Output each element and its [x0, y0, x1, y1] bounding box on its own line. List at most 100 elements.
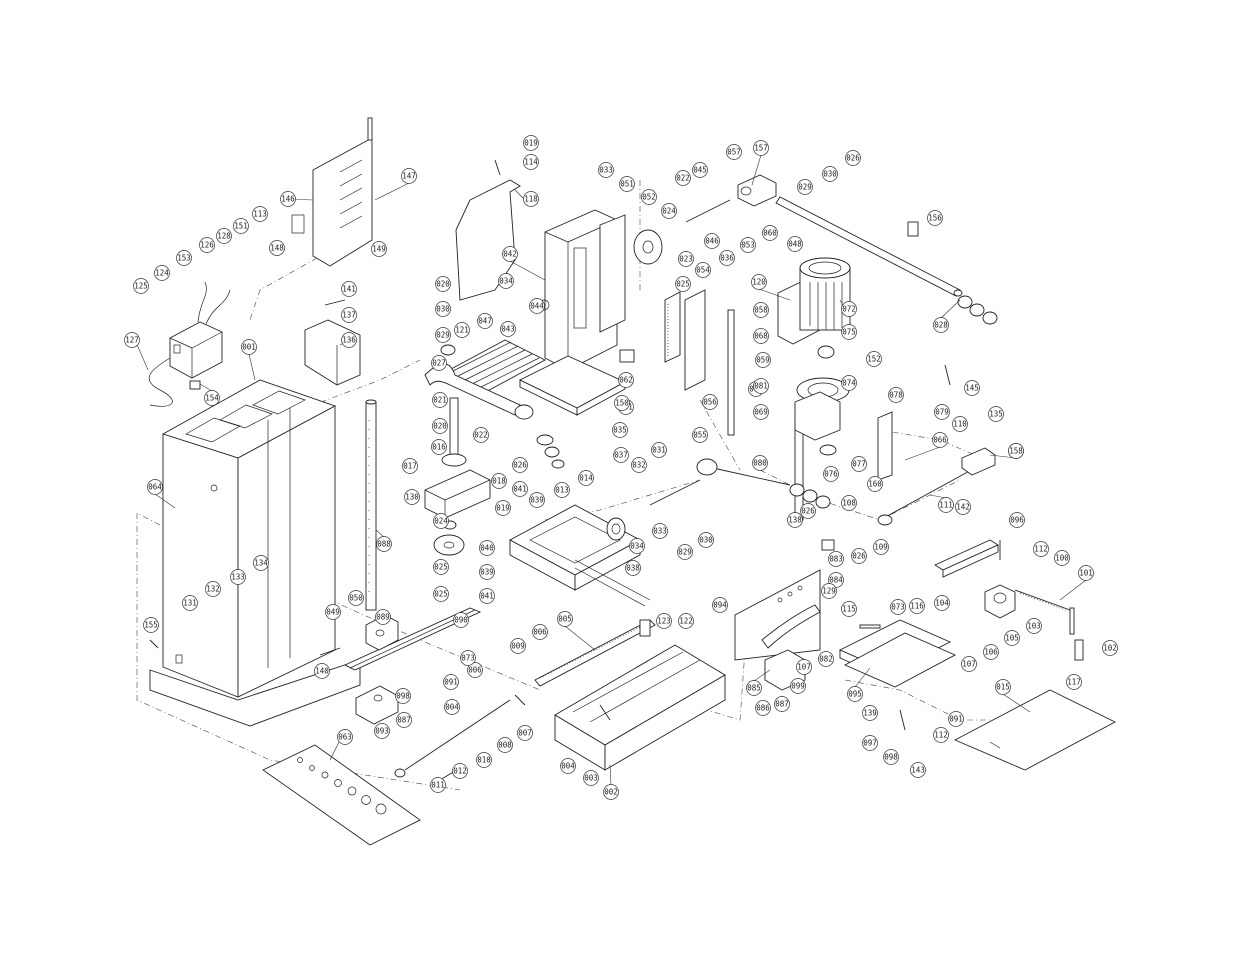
callout-label: 085: [747, 684, 761, 693]
callout-131: 131: [182, 595, 198, 611]
callout-label: 135: [989, 410, 1003, 419]
callout-039: 039: [529, 492, 545, 508]
callout-bubble: [498, 273, 514, 289]
callout-069: 069: [753, 404, 769, 420]
callout-025: 025: [433, 586, 449, 602]
callout-label: 089: [376, 613, 390, 622]
callout-108: 108: [841, 495, 857, 511]
callout-label: 062: [619, 376, 633, 385]
callout-label: 057: [727, 148, 741, 157]
callout-label: 020: [436, 280, 450, 289]
callout-005: 005: [557, 611, 573, 627]
callout-bubble: [554, 482, 570, 498]
callout-152: 152: [866, 351, 882, 367]
callout-label: 107: [797, 663, 811, 672]
callout-label: 125: [134, 282, 148, 291]
callout-label: 031: [652, 446, 666, 455]
callout-bubble: [933, 317, 949, 333]
callout-label: 088: [377, 540, 391, 549]
callout-006: 006: [467, 662, 483, 678]
callout-bubble: [348, 590, 364, 606]
callout-label: 113: [253, 210, 267, 219]
callout-bubble: [995, 679, 1011, 695]
callout-label: 019: [524, 139, 538, 148]
callout-074: 074: [841, 375, 857, 391]
callout-label: 037: [614, 451, 628, 460]
callout-label: 032: [632, 461, 646, 470]
callout-bubble: [404, 489, 420, 505]
callout-bubble: [762, 225, 778, 241]
callout-label: 018: [492, 477, 506, 486]
callout-label: 097: [863, 739, 877, 748]
callout-bubble: [430, 777, 446, 793]
callout-036: 036: [719, 250, 735, 266]
lever-handle: [424, 363, 565, 469]
callout-bubble: [948, 711, 964, 727]
callout-bubble: [641, 189, 657, 205]
callout-label: 091: [444, 678, 458, 687]
callout-label: 145: [965, 384, 979, 393]
callout-bubble: [1004, 630, 1020, 646]
callout-049: 049: [325, 604, 341, 620]
callout-090: 090: [453, 612, 469, 628]
callout-bubble: [432, 392, 448, 408]
spindle-shaft: [440, 344, 467, 467]
callout-086: 086: [755, 700, 771, 716]
callout-label: 082: [819, 655, 833, 664]
callout-bubble: [695, 262, 711, 278]
callout-bubble: [753, 404, 769, 420]
callout-151: 151: [233, 218, 249, 234]
callout-bubble: [753, 328, 769, 344]
callout-068: 068: [753, 328, 769, 344]
callout-004: 004: [560, 758, 576, 774]
callout-bubble: [752, 455, 768, 471]
callout-145: 145: [964, 380, 980, 396]
callout-label: 064: [148, 483, 162, 492]
feed-bracket: [424, 469, 491, 519]
callout-bubble: [851, 548, 867, 564]
callout-label: 138: [788, 516, 802, 525]
callout-bubble: [435, 327, 451, 343]
callout-026: 026: [845, 150, 861, 166]
callout-label: 035: [613, 426, 627, 435]
callout-bubble: [502, 246, 518, 262]
callout-040: 040: [479, 540, 495, 556]
fence-plate: [877, 411, 893, 481]
callout-bubble: [774, 696, 790, 712]
callout-134: 134: [253, 555, 269, 571]
callout-label: 009: [511, 642, 525, 651]
callout-104: 104: [934, 595, 950, 611]
callout-024: 024: [661, 203, 677, 219]
callout-bubble: [452, 763, 468, 779]
callout-016: 016: [431, 439, 447, 455]
callout-bubble: [431, 355, 447, 371]
callout-bubble: [952, 416, 968, 432]
callout-bubble: [719, 250, 735, 266]
lead-screw: [1014, 589, 1075, 635]
callout-018: 018: [491, 473, 507, 489]
callout-bubble: [652, 523, 668, 539]
callout-bubble: [374, 723, 390, 739]
callout-072: 072: [841, 301, 857, 317]
motor-bracket: [304, 319, 361, 386]
callout-label: 149: [372, 245, 386, 254]
callout-bubble: [341, 307, 357, 323]
guide-rod: [877, 467, 976, 526]
callout-bubble: [143, 617, 159, 633]
callout-label: 055: [693, 431, 707, 440]
callout-bubble: [964, 380, 980, 396]
callout-label: 093: [375, 727, 389, 736]
head-casting: [538, 209, 626, 371]
callout-label: 122: [679, 617, 693, 626]
callout-155: 155: [143, 617, 159, 633]
callout-label: 121: [455, 326, 469, 335]
callout-085: 085: [746, 680, 762, 696]
callout-label: 015: [996, 683, 1010, 692]
callout-label: 008: [498, 741, 512, 750]
callout-058: 058: [753, 302, 769, 318]
callout-label: 109: [874, 543, 888, 552]
callout-label: 044: [530, 302, 544, 311]
callout-bubble: [867, 476, 883, 492]
callout-label: 081: [754, 382, 768, 391]
callout-label: 045: [693, 166, 707, 175]
